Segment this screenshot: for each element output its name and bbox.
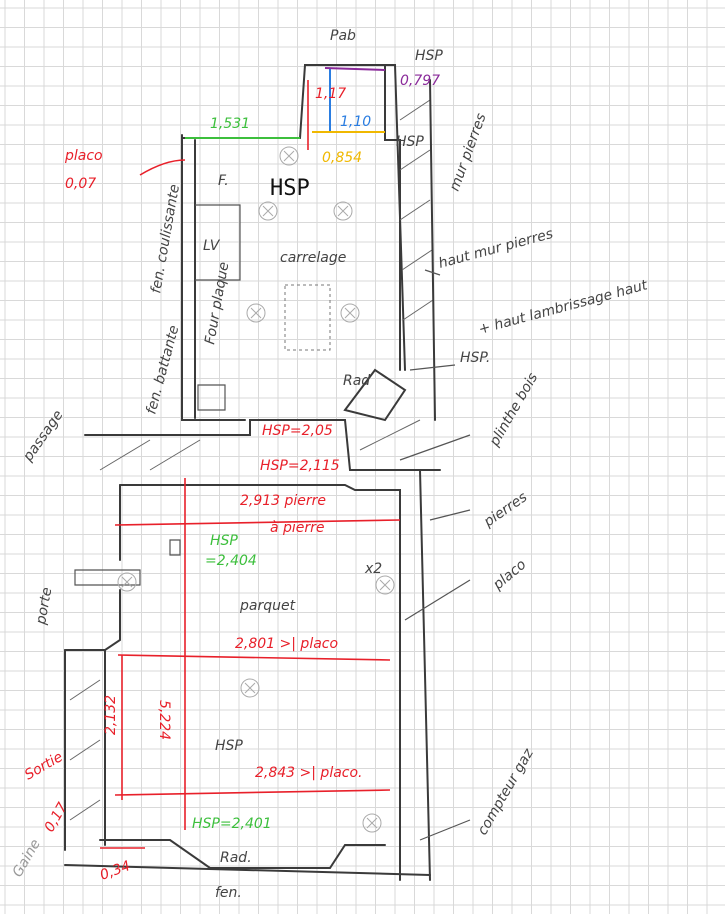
dim-2913b: à pierre: [270, 520, 325, 536]
label-placo-right: placo: [490, 557, 530, 594]
ceiling-light-icons: [117, 146, 395, 833]
dim-034: 0,34: [98, 858, 133, 884]
dim-007: 0,07: [65, 176, 96, 192]
dim-5224: 5,224: [156, 700, 172, 740]
label-hsp-right: HSP.: [460, 350, 490, 366]
dim-2801: 2,801 >| placo: [235, 636, 338, 652]
label-fen: fen.: [215, 885, 242, 901]
label-parquet: parquet: [239, 598, 296, 614]
label-hsp-side: HSP: [396, 134, 424, 150]
ceiling-light-icon: [375, 575, 395, 595]
label-four: Four plaque: [202, 261, 232, 346]
label-compteur: compteur gaz: [475, 746, 538, 838]
label-rad-kitchen: Rad: [343, 373, 370, 389]
ceiling-light-icon: [340, 303, 360, 323]
living-walls: [64, 419, 441, 881]
note-haut-2: + haut lambrissage haut: [477, 277, 650, 338]
hsp-2404-value: =2,404: [205, 553, 257, 569]
label-hsp-living: HSP: [215, 738, 243, 754]
label-gaine: Gaine: [10, 837, 44, 880]
label-fen-coulissante: fen. coulissante: [148, 183, 183, 294]
label-plinthe: plinthe bois: [486, 370, 541, 450]
label-hsp-big: HSP: [270, 176, 310, 201]
ceiling-light-icon: [117, 572, 137, 592]
right-stone-wall-hatch: [399, 79, 436, 421]
ceiling-light-icon: [258, 201, 278, 221]
label-hsp-top: HSP: [415, 48, 443, 64]
dim-2132: 2,132: [103, 695, 119, 735]
hsp-205: HSP=2,05: [262, 423, 333, 439]
dim-2843: 2,843 >| placo.: [255, 765, 363, 781]
ceiling-light-icon: [240, 678, 260, 698]
hsp-2401: HSP=2,401: [192, 816, 272, 832]
hsp-2115: HSP=2,115: [260, 458, 340, 474]
label-fen-battante: fen. battante: [143, 324, 182, 416]
note-haut-1: haut mur pierres: [437, 226, 555, 272]
label-fridge: F.: [218, 173, 229, 189]
kitchen-walls: [181, 64, 407, 422]
ceiling-light-icon: [333, 201, 353, 221]
label-porte: porte: [33, 586, 55, 627]
label-carrelage: carrelage: [280, 250, 346, 266]
label-pab: Pab: [330, 28, 356, 44]
dim-110: 1,10: [340, 114, 371, 130]
dim-017: 0,17: [42, 800, 71, 835]
leader-lines: [399, 269, 471, 841]
ceiling-light-icon: [246, 303, 266, 323]
dim-117: 1,17: [315, 86, 346, 102]
dim-1531: 1,531: [210, 116, 250, 132]
label-lv: LV: [203, 238, 221, 254]
label-x2: x2: [364, 561, 382, 577]
ceiling-light-icon: [279, 146, 299, 166]
dimension-lines: [100, 67, 401, 849]
dim-2913: 2,913 pierre: [240, 493, 326, 509]
label-placo-top: placo: [64, 148, 103, 164]
dim-0797: 0,797: [400, 73, 440, 89]
hsp-2404-label: HSP: [210, 533, 238, 549]
label-rad: Rad.: [220, 850, 252, 866]
ceiling-light-icon: [362, 813, 382, 833]
dim-0854: 0,854: [322, 150, 362, 166]
